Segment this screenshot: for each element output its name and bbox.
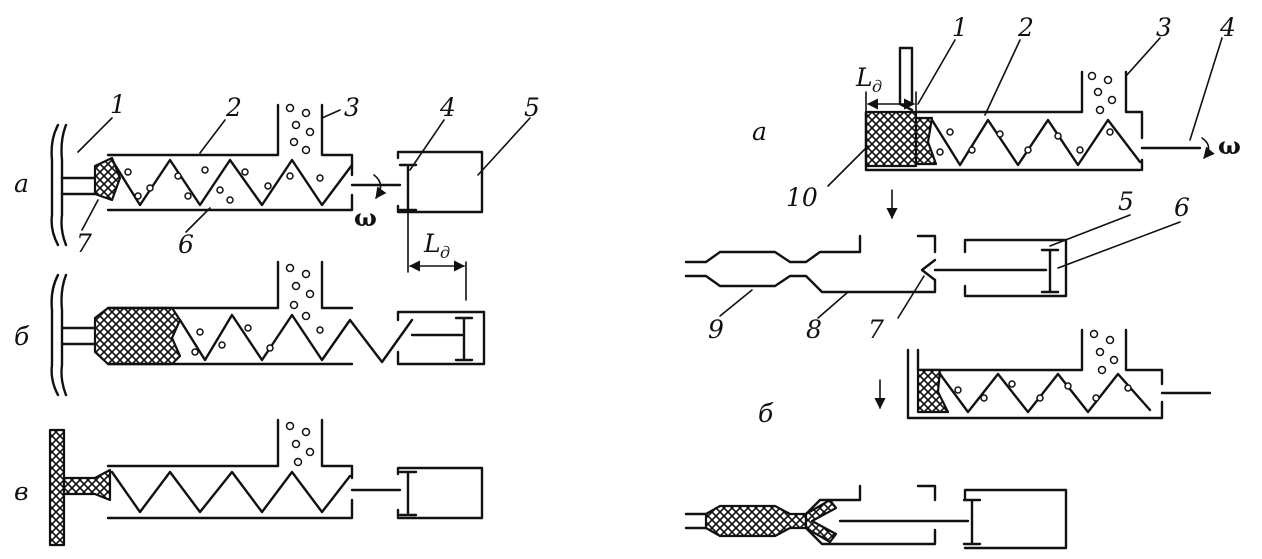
left-row-label-b: б (14, 322, 30, 351)
mold-plate (60, 123, 68, 247)
piston (454, 316, 474, 362)
left-callout-4: 4 (439, 93, 456, 122)
rotation-arrow (1201, 137, 1215, 159)
hopper-pellets (124, 103, 324, 204)
melt-accumulation (93, 306, 182, 366)
right-row-a-assembly (864, 46, 1215, 172)
piston (398, 163, 418, 212)
right-row-label-b: б (758, 399, 774, 428)
right-filled-mold (684, 484, 1068, 550)
right-row-label-a: а (752, 117, 767, 146)
left-row-c-assembly (48, 418, 484, 547)
sprue-filled (62, 468, 112, 502)
hopper-pellets (954, 329, 1132, 402)
right-callout-3: 3 (1156, 13, 1172, 42)
right-callout-7: 7 (868, 315, 884, 344)
mold-plate (50, 123, 60, 247)
hydraulic-cylinder (396, 466, 484, 520)
molded-part (48, 428, 66, 547)
right-injection-unit (684, 189, 1068, 410)
right-dim-symbol: L (855, 63, 873, 92)
piston (398, 470, 418, 517)
left-callout-6: 6 (178, 230, 194, 259)
left-dim-symbol: L (423, 229, 441, 258)
plunger-head (962, 498, 982, 546)
right-leaders (719, 37, 1223, 319)
plunger-rod (898, 46, 914, 112)
right-omega: ω (1218, 131, 1241, 160)
barrel (906, 328, 1164, 420)
cylinder (963, 488, 1068, 550)
left-callout-5: 5 (524, 93, 540, 122)
mold (684, 234, 937, 294)
right-dim-sub: д (872, 77, 882, 96)
hopper-pellets (936, 71, 1117, 156)
right-callout-1: 1 (952, 13, 968, 42)
rotation-arrow (373, 174, 387, 199)
right-callout-4: 4 (1219, 13, 1236, 42)
left-dim-sub: д (440, 243, 450, 262)
molded-part (704, 504, 808, 538)
left-callout-7: 7 (76, 229, 92, 258)
right-dimension (865, 91, 917, 113)
sprue (60, 326, 97, 346)
right-row-b-assembly (906, 328, 1212, 420)
melt-front (916, 368, 950, 414)
hopper-pellets (191, 263, 324, 356)
left-omega: ω (354, 203, 377, 232)
right-callout-10: 10 (786, 183, 818, 212)
mold (684, 484, 937, 546)
left-callout-1: 1 (110, 90, 126, 119)
left-callout-2: 2 (225, 93, 242, 122)
barrel (864, 70, 1144, 172)
sprue (60, 176, 97, 196)
right-callout-8: 8 (806, 315, 822, 344)
melt-cushion (93, 156, 122, 202)
left-row-label-c: в (14, 477, 29, 506)
right-callout-9: 9 (708, 315, 724, 344)
hydraulic-cylinder (396, 150, 484, 214)
right-callout-2: 2 (1017, 13, 1034, 42)
hopper-pellets (285, 421, 315, 467)
left-row-label-a: а (14, 169, 29, 198)
screw-flights (930, 118, 1142, 167)
left-leaders (77, 109, 531, 233)
plunger-head (1040, 248, 1060, 294)
mold-plate (50, 273, 60, 397)
left-callout-3: 3 (344, 93, 360, 122)
injection-nozzle (920, 258, 937, 282)
left-dimension (407, 211, 467, 301)
right-callout-5: 5 (1118, 187, 1134, 216)
screw-flights (110, 470, 352, 514)
melt-front (914, 116, 938, 166)
melt-shot (864, 110, 918, 168)
mold-plate (60, 273, 68, 397)
cylinder (963, 238, 1068, 298)
screw-flights (938, 372, 1152, 414)
screw-flights (178, 313, 414, 364)
left-row-b-assembly (50, 260, 486, 397)
right-callout-6: 6 (1174, 193, 1190, 222)
runner-filled (804, 498, 838, 544)
barrel (106, 418, 354, 520)
hydraulic-cylinder (396, 310, 486, 366)
barrel (106, 260, 354, 366)
left-row-a-assembly (50, 103, 484, 247)
